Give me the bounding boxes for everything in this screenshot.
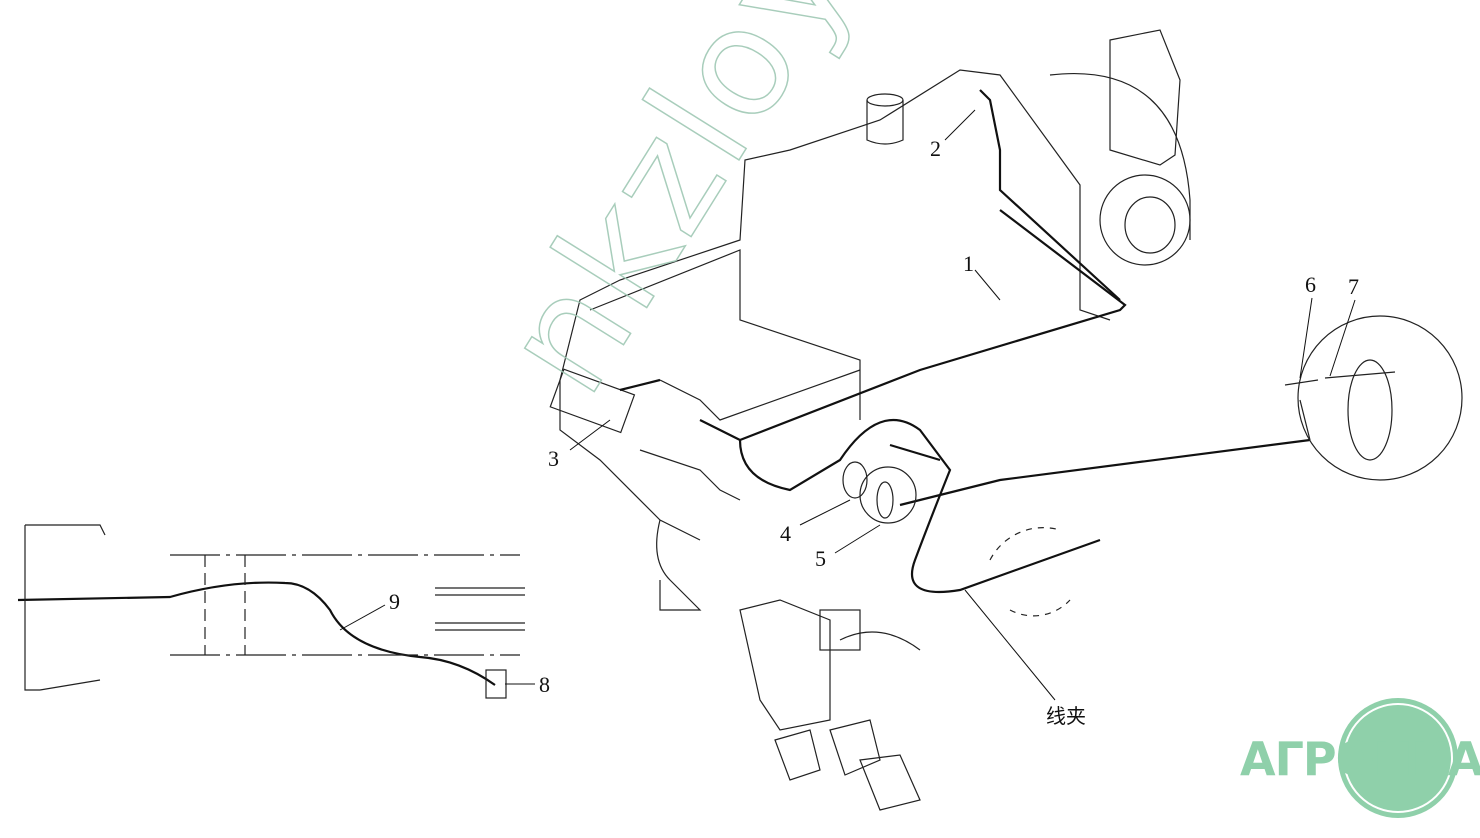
- callout-1: 1: [963, 251, 974, 276]
- logo-text: АГРОНКА: [1240, 732, 1480, 786]
- callout-7: 7: [1348, 274, 1359, 299]
- clip-label: 线夹: [1046, 704, 1086, 728]
- callout-6: 6: [1305, 272, 1316, 297]
- callout-3: 3: [548, 446, 559, 471]
- callout-9: 9: [389, 589, 400, 614]
- callout-8: 8: [539, 672, 550, 697]
- callout-2: 2: [930, 136, 941, 161]
- agronka-logo: АГРОНКА: [1238, 698, 1480, 828]
- callout-5: 5: [815, 546, 826, 571]
- callout-4: 4: [780, 521, 791, 546]
